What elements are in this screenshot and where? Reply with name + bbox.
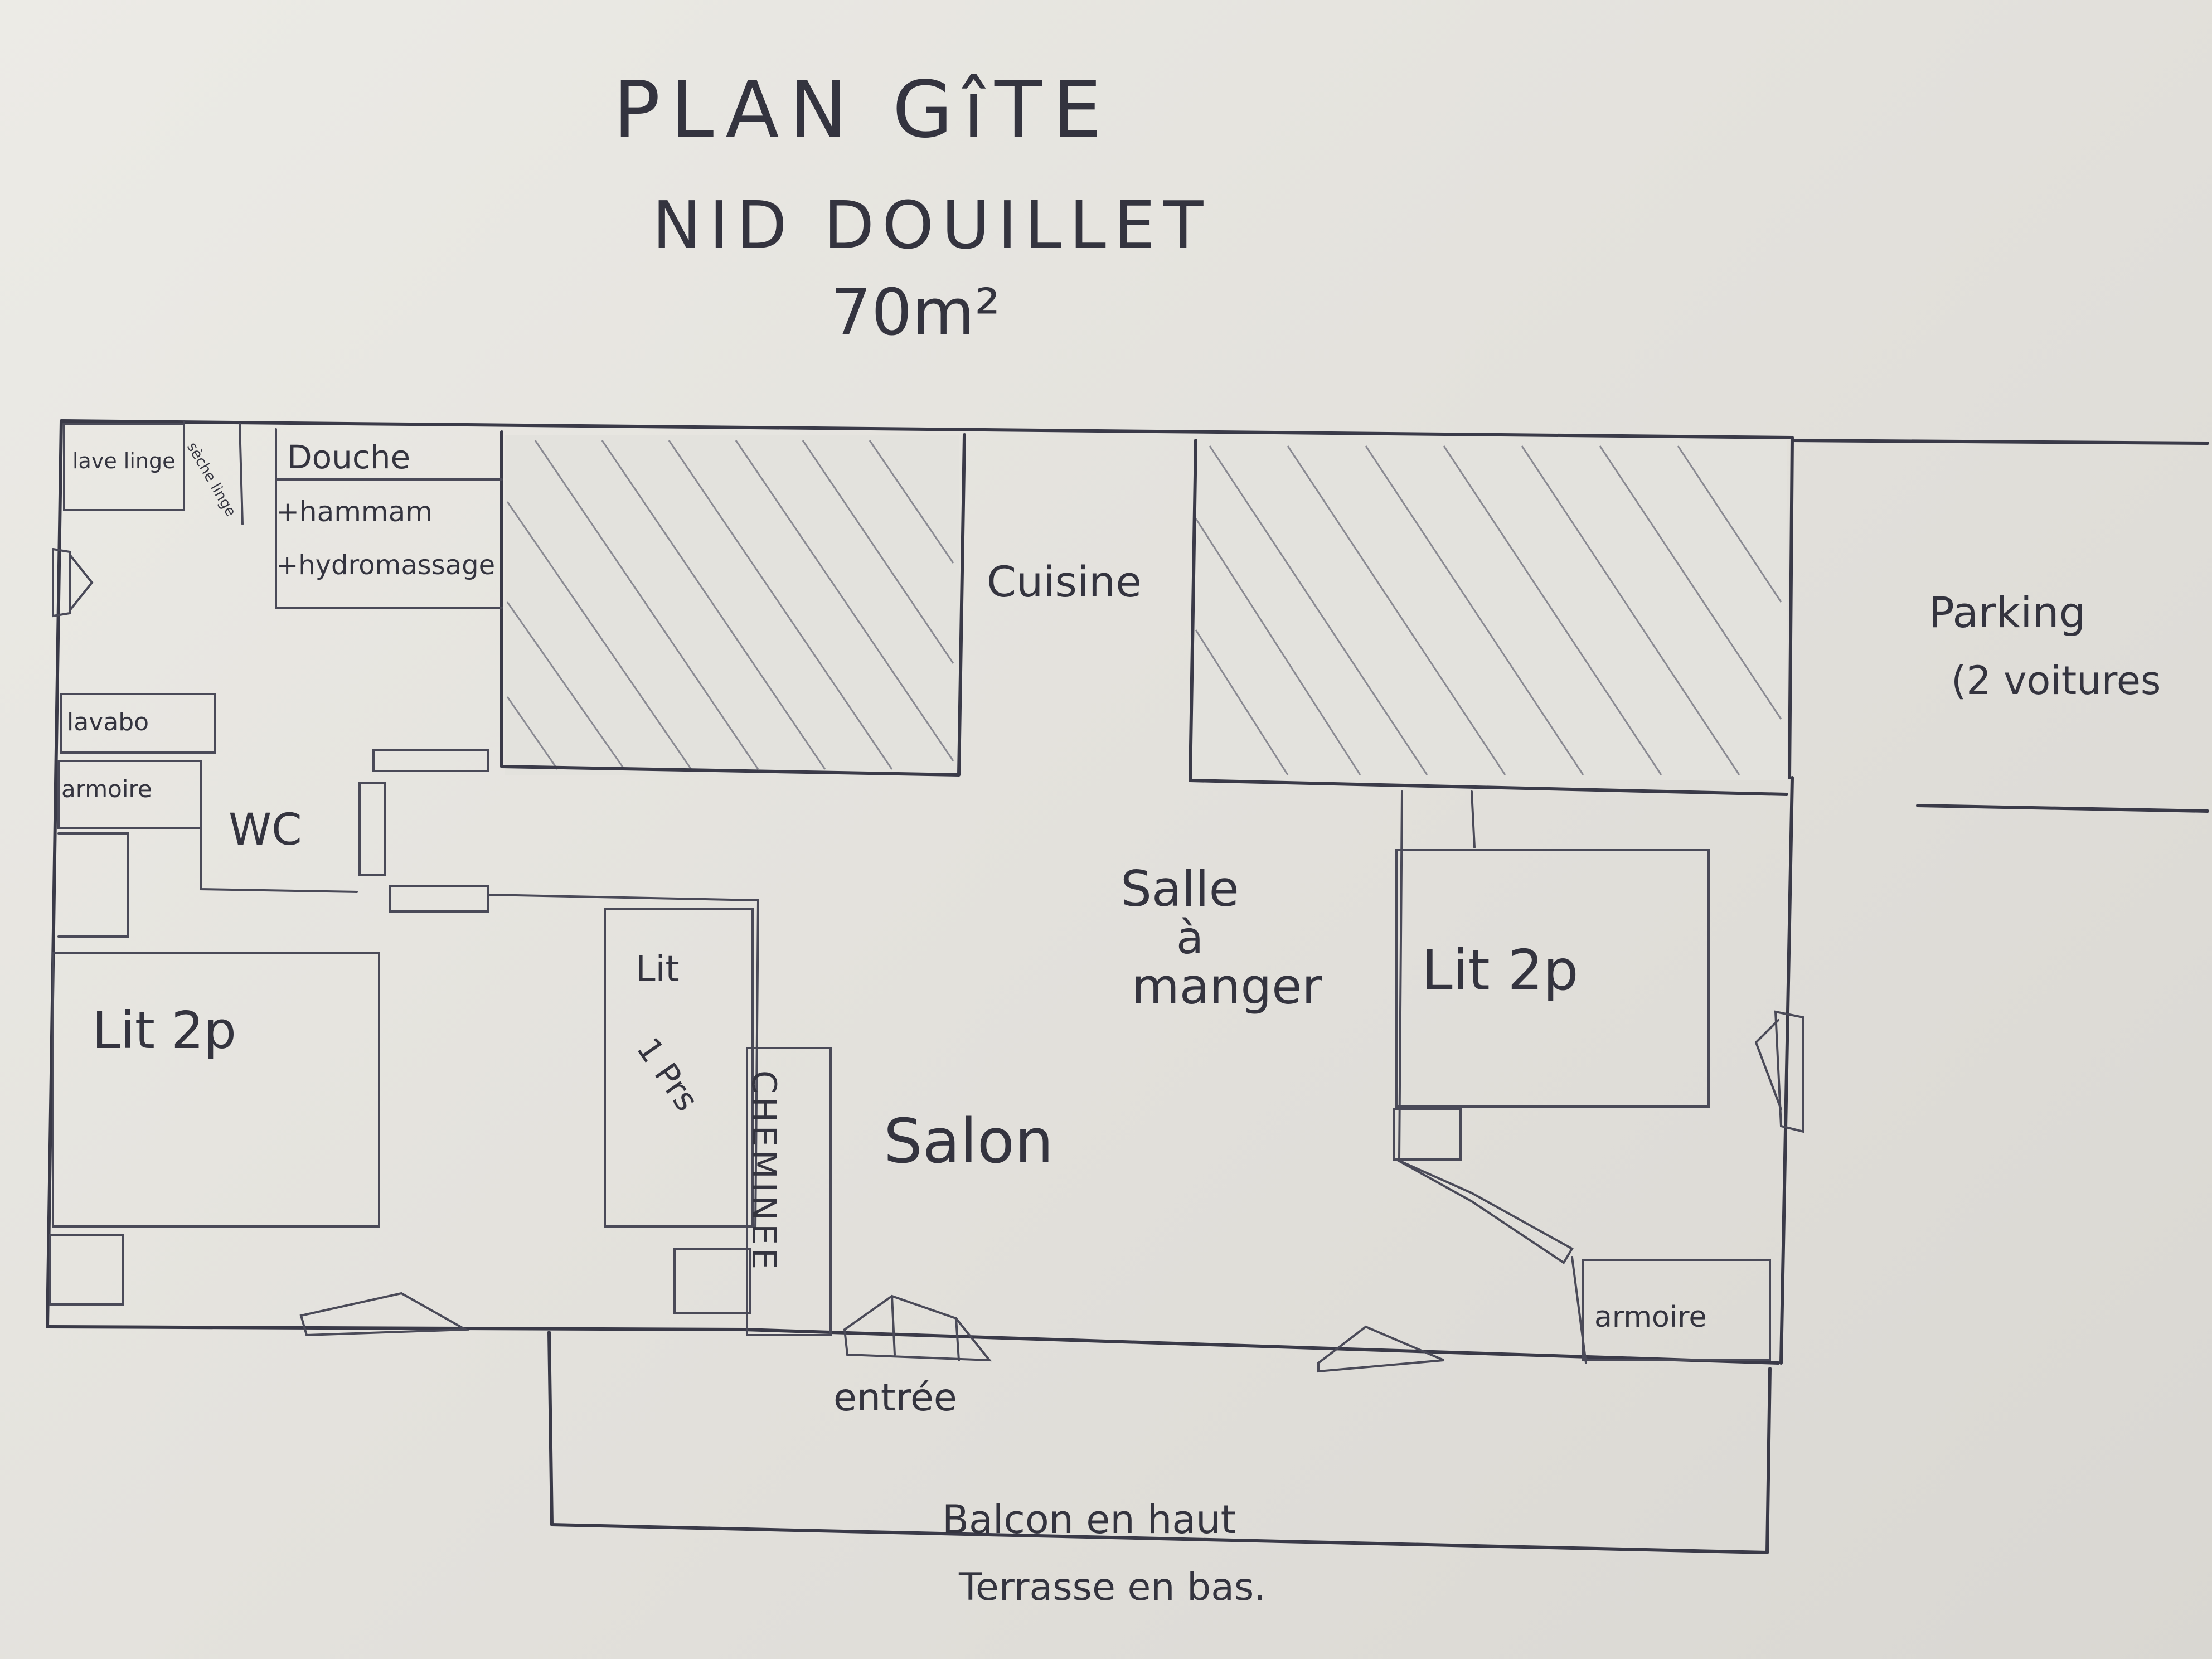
- label-armoire-left: armoire: [61, 775, 152, 803]
- label-lave-linge: lave linge: [72, 449, 176, 473]
- kitchen-walls: [500, 430, 1788, 796]
- bathroom-walls: [57, 693, 759, 1230]
- label-seche-linge: sèche linge: [183, 440, 239, 520]
- label-parking: Parking: [1929, 588, 2086, 637]
- left-window: [52, 548, 94, 618]
- plan-title: PLAN GîTE: [613, 65, 1112, 156]
- parking-area: [1791, 439, 2209, 813]
- laundry-block: [63, 420, 503, 609]
- label-salle-a-manger-3: manger: [1132, 958, 1322, 1015]
- hatched-area-right: [1190, 440, 1787, 780]
- label-cuisine: Cuisine: [987, 557, 1142, 607]
- entry-door: [843, 1294, 992, 1362]
- label-hydromassage: +hydromassage: [276, 550, 495, 581]
- plan-area: 70m²: [831, 275, 1000, 350]
- label-parking-capacity: (2 voitures: [1951, 658, 2161, 704]
- label-lit-1p: Lit: [636, 949, 680, 990]
- label-balcon: Balcon en haut: [942, 1497, 1236, 1542]
- right-bedroom: [1393, 790, 1804, 1364]
- outer-walls: [46, 419, 1794, 1365]
- single-bed-area: [604, 908, 832, 1336]
- label-lit-2p-right: Lit 2p: [1422, 938, 1579, 1003]
- label-armoire-right: armoire: [1594, 1301, 1706, 1334]
- left-bedroom: [49, 832, 470, 1337]
- label-salle-a-manger-2: à: [1176, 912, 1204, 964]
- label-entree: entrée: [833, 1376, 957, 1420]
- label-lit-1p-persons: 1 Prs: [629, 1031, 706, 1118]
- label-hammam: +hammam: [276, 496, 433, 528]
- label-salle-a-manger-1: Salle: [1120, 860, 1239, 918]
- label-douche: Douche: [287, 438, 410, 476]
- label-lavabo: lavabo: [67, 708, 149, 736]
- label-cheminee: CHEMINEE: [744, 1070, 783, 1273]
- balcony: [547, 1331, 1772, 1554]
- label-lit-2p-left: Lit 2p: [92, 1001, 236, 1060]
- label-wc: WC: [229, 805, 302, 855]
- hatched-area-left: [505, 435, 959, 775]
- plan-subtitle: NID DOUILLET: [652, 187, 1211, 264]
- label-salon: Salon: [884, 1105, 1054, 1177]
- front-window: [1317, 1325, 1444, 1373]
- label-terrasse: Terrasse en bas.: [958, 1565, 1266, 1609]
